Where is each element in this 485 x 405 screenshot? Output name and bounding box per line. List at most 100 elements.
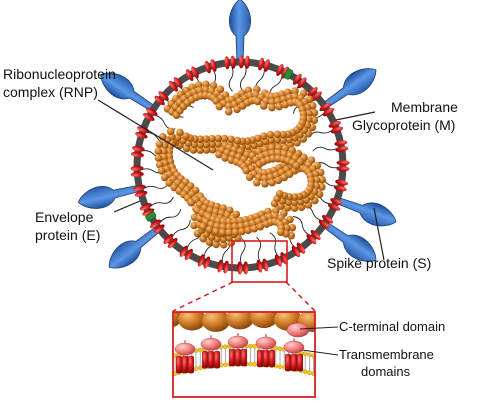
- nucleocapsid-bead: [273, 135, 281, 144]
- nucleocapsid-bead: [279, 136, 287, 144]
- nucleocapsid-bead: [268, 178, 276, 187]
- nucleocapsid-bead: [208, 140, 216, 148]
- transmembrane-helix: [263, 349, 270, 368]
- nucleocapsid-bead: [196, 135, 204, 144]
- spike-proteins: [77, 0, 397, 269]
- nucleocapsid-bead: [273, 130, 282, 139]
- nucleocapsid-bead: [260, 174, 269, 183]
- nucleocapsid-bead: [173, 312, 182, 328]
- membrane-protein: [312, 140, 349, 152]
- nucleocapsid-bead: [268, 103, 276, 112]
- zoom-callout: [172, 240, 339, 398]
- protein-tail: [292, 216, 311, 237]
- protein-tail: [171, 219, 191, 239]
- transmembrane-helix: [257, 349, 264, 368]
- nucleocapsid-bead: [277, 228, 285, 236]
- nucleocapsid-bead: [154, 147, 163, 155]
- m-protein-lobe: [224, 56, 230, 70]
- nucleocapsid-bead: [290, 204, 299, 212]
- lipid-head: [173, 371, 178, 377]
- envelope-protein: [145, 211, 157, 222]
- nucleocapsid-bead: [202, 80, 210, 89]
- nucleocapsid-bead: [318, 175, 326, 184]
- nucleocapsid-bead: [219, 240, 228, 249]
- m-protein-lobe: [296, 242, 306, 254]
- nucleocapsid-bead: [233, 136, 242, 145]
- envelope-label: Envelope protein (E): [35, 209, 100, 243]
- m-protein-lobe: [143, 113, 155, 121]
- lipid-head: [302, 369, 308, 374]
- nucleocapsid-bead: [259, 102, 268, 110]
- transmembrane-helix: [213, 351, 220, 369]
- c-terminal-domain: [174, 342, 196, 356]
- m-protein-lobe: [130, 151, 144, 158]
- nucleocapsid-bead: [279, 130, 287, 139]
- lipid-head: [307, 370, 312, 376]
- m-protein-lobe: [158, 91, 169, 101]
- m-protein-lobe: [322, 108, 335, 117]
- nucleocapsid-bead: [221, 154, 229, 162]
- nucleocapsid-bead: [290, 198, 299, 207]
- m-protein-lobe: [168, 80, 178, 92]
- m-protein-lobe: [276, 63, 284, 76]
- nucleocapsid-bead: [225, 223, 233, 232]
- nucleocapsid-bead: [225, 228, 233, 237]
- lipid-head: [197, 365, 203, 371]
- nucleocapsid-bead: [230, 217, 239, 226]
- nucleocapsid-bead: [166, 127, 175, 136]
- nucleocapsid-bead: [176, 128, 184, 137]
- nucleocapsid-bead: [161, 173, 169, 182]
- membrane-leader-line: [335, 111, 376, 121]
- membrane-protein: [217, 237, 231, 274]
- m-protein-lobe: [130, 171, 144, 178]
- transmembrane-label: Transmembrane domains: [339, 347, 438, 379]
- nucleocapsid-bead: [196, 146, 205, 155]
- m-protein-lobe: [154, 95, 165, 106]
- nucleocapsid-bead: [205, 225, 214, 234]
- transmembrane-helix: [285, 353, 292, 372]
- m-protein-lobe: [191, 66, 199, 79]
- m-protein-lobe: [335, 179, 348, 186]
- m-protein-lobe: [243, 261, 249, 275]
- nucleocapsid-bead: [274, 143, 283, 152]
- nucleocapsid-bead: [242, 166, 251, 175]
- lipid-head: [223, 344, 228, 350]
- transmembrane-helix: [181, 355, 188, 374]
- nucleocapsid-bead: [219, 235, 228, 244]
- m-protein-lobe: [311, 91, 322, 102]
- m-protein-lobe: [130, 165, 144, 172]
- m-protein-lobe: [328, 120, 341, 128]
- m-protein-lobe: [333, 185, 347, 192]
- transmembrane-helix: [201, 351, 208, 369]
- nucleocapsid-bead: [220, 134, 229, 143]
- nucleocapsid-bead: [219, 217, 228, 226]
- transmembrane-helix: [228, 348, 235, 367]
- membrane-protein: [133, 183, 169, 197]
- m-protein-lobe: [203, 256, 211, 269]
- nucleocapsid-bead: [250, 312, 278, 329]
- spike-protein: [333, 196, 397, 227]
- m-protein-lobe: [263, 59, 270, 72]
- m-protein-lobe: [274, 254, 282, 267]
- nucleocapsid-bead: [275, 102, 283, 111]
- nucleocapsid-bead: [291, 87, 299, 95]
- nucleocapsid-bead: [245, 173, 254, 182]
- m-protein-lobe: [319, 102, 331, 112]
- m-protein-lobe: [153, 224, 165, 234]
- m-protein-lobe: [135, 132, 148, 139]
- lipid-head: [197, 347, 203, 353]
- nucleocapsid-bead: [227, 135, 235, 144]
- nucleocapsid-bead: [202, 146, 211, 154]
- membrane-protein: [224, 55, 236, 92]
- nucleocapsid-bead: [196, 140, 204, 149]
- nucleocapsid-bead: [244, 226, 252, 235]
- membrane-protein: [256, 236, 269, 273]
- rnp-leader-line: [97, 99, 214, 171]
- membrane-protein: [238, 55, 251, 92]
- nucleocapsid-bead: [178, 312, 206, 331]
- leader-lines: [97, 99, 385, 261]
- nucleocapsid-bead: [291, 92, 299, 101]
- lipid-head: [252, 361, 258, 367]
- nucleocapsid-bead: [274, 149, 283, 157]
